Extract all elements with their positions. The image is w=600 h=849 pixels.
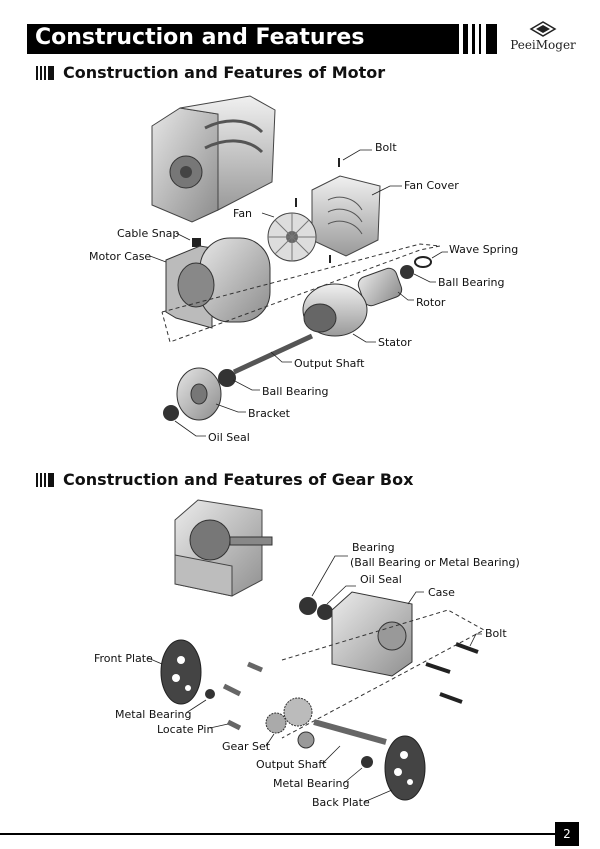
page-title: Construction and Features [35, 25, 365, 50]
header-bar: Construction and Features [27, 24, 459, 54]
label-case: Case [428, 586, 455, 599]
header-stripe [463, 24, 468, 54]
gearbox-assembly-guide [281, 609, 486, 739]
label-ball-bearing-rear: Ball Bearing [438, 276, 505, 289]
locate-pin-image [222, 683, 242, 697]
header-stripe [486, 24, 497, 54]
wave-spring-image [414, 256, 432, 268]
label-output-shaft: Output Shaft [256, 758, 327, 771]
fan-image [267, 212, 317, 262]
bolt-image [425, 662, 451, 674]
brand-logo: PeeiMoger [508, 20, 578, 60]
label-output-shaft: Output Shaft [294, 357, 365, 370]
cable-snap-image [192, 238, 201, 247]
ball-bearing-image [218, 369, 236, 387]
metal-bearing-image [205, 689, 215, 699]
label-locate-pin: Locate Pin [157, 723, 214, 736]
rotor-image [357, 267, 403, 307]
brand-name: PeeiMoger [510, 38, 576, 52]
bolt-image [439, 692, 463, 704]
oil-seal-image [163, 405, 179, 421]
assembled-gearbox-image [174, 499, 273, 597]
label-oil-seal: Oil Seal [208, 431, 250, 444]
label-oil-seal: Oil Seal [360, 573, 402, 586]
bolt-image [455, 642, 479, 654]
label-fan: Fan [233, 207, 253, 220]
motor-leader-lines [149, 149, 448, 437]
locate-pin-image [226, 719, 242, 731]
footer-rule [0, 833, 555, 835]
label-bolt: Bolt [375, 141, 397, 154]
header-stripe [472, 24, 475, 54]
label-wave-spring: Wave Spring [449, 243, 519, 256]
page-number: 2 [555, 822, 579, 846]
label-fan-cover: Fan Cover [404, 179, 459, 192]
header-stripe [479, 24, 481, 54]
label-front-plate: Front Plate [94, 652, 153, 665]
label-metal-bearing-back: Metal Bearing [273, 777, 350, 790]
front-plate-image [160, 639, 202, 705]
label-bearing-note: (Ball Bearing or Metal Bearing) [350, 556, 520, 569]
locate-pin-image [247, 661, 263, 673]
bracket-image [176, 367, 222, 421]
label-stator: Stator [378, 336, 412, 349]
stator-image [302, 283, 368, 337]
ball-bearing-image [400, 265, 414, 279]
label-bracket: Bracket [248, 407, 290, 420]
gearbox-section-title: Construction and Features of Gear Box [63, 470, 414, 489]
bars-icon [36, 66, 54, 80]
brand-logo-mark [529, 21, 557, 37]
motor-assembly-guide [161, 243, 441, 343]
label-back-plate: Back Plate [312, 796, 370, 809]
bearing-image [299, 597, 317, 615]
label-motor-case: Motor Case [89, 250, 152, 263]
back-plate-image [384, 735, 426, 801]
label-metal-bearing-front: Metal Bearing [115, 708, 192, 721]
label-cable-snap: Cable Snap [117, 227, 180, 240]
label-bearing: Bearing [352, 541, 395, 554]
label-rotor: Rotor [416, 296, 446, 309]
gearbox-leader-lines [147, 555, 482, 803]
case-image [331, 591, 413, 677]
gear-set-image [265, 697, 315, 749]
label-ball-bearing-front: Ball Bearing [262, 385, 329, 398]
bars-icon [36, 473, 54, 487]
label-gear-set: Gear Set [222, 740, 271, 753]
assembled-motor-image [151, 95, 276, 223]
motor-section-title: Construction and Features of Motor [63, 63, 386, 82]
oil-seal-image [317, 604, 333, 620]
metal-bearing-image [361, 756, 373, 768]
label-bolt: Bolt [485, 627, 507, 640]
output-shaft-image [313, 719, 387, 745]
